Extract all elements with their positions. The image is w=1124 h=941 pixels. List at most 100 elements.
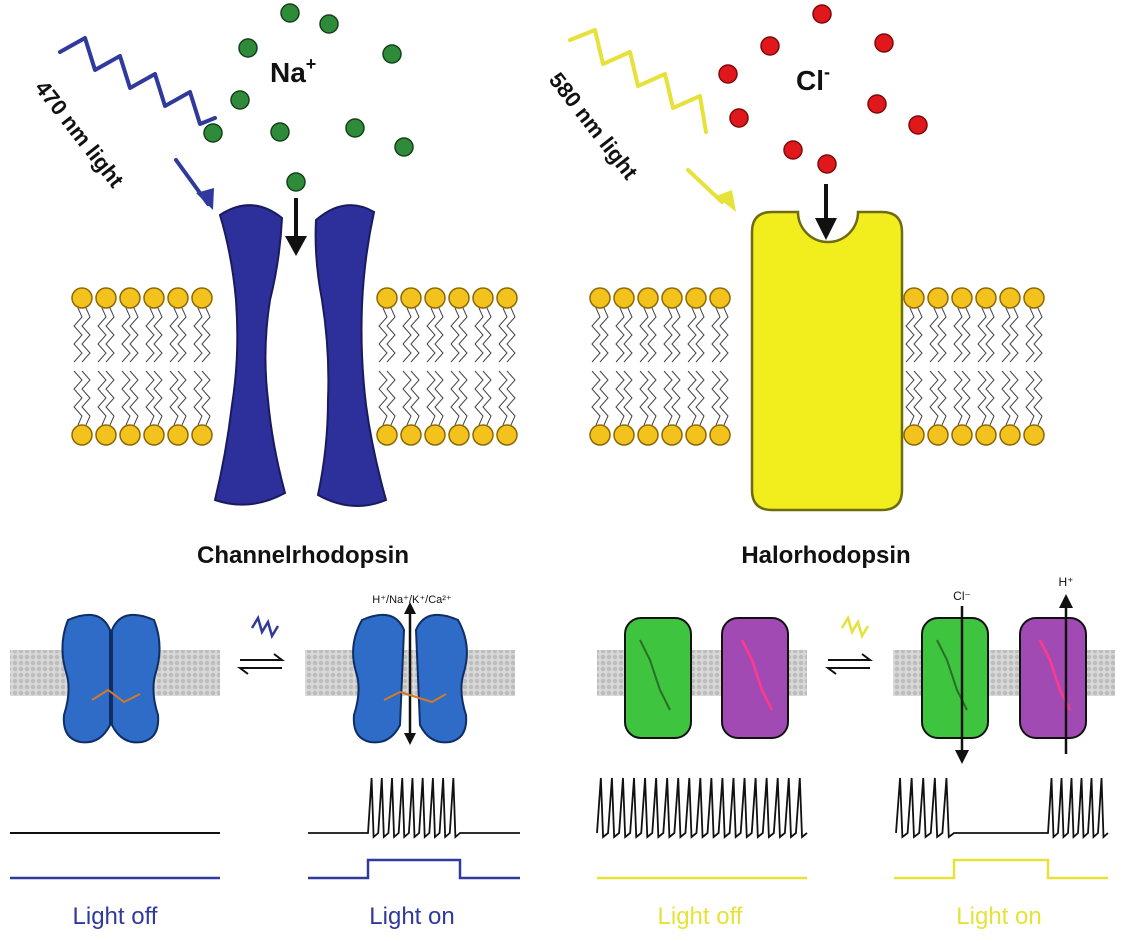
- yellow-light-arrowhead: [716, 190, 736, 212]
- lipid-tail: [1001, 307, 1011, 363]
- lipid-tail: [129, 370, 139, 426]
- blue-light-wave-path: [58, 36, 217, 126]
- lipid-head: [71, 424, 93, 446]
- lipid-head: [661, 424, 683, 446]
- lipid-tail: [97, 370, 107, 426]
- lipid-tail: [458, 307, 468, 363]
- lipid-tail: [985, 307, 995, 363]
- lipid-head: [448, 287, 470, 309]
- lipid-tail: [695, 370, 705, 426]
- lipid-tail: [615, 370, 625, 426]
- lipid-head: [496, 287, 518, 309]
- lipid-head: [191, 424, 213, 446]
- lipid-tail: [201, 370, 211, 426]
- lipid-head: [167, 424, 189, 446]
- lipid-tail: [937, 370, 947, 426]
- lipid-tail: [121, 307, 131, 363]
- pump-equilibrium: [825, 614, 873, 675]
- lipid-tail: [929, 307, 939, 363]
- chloride-flow-arrowhead: [815, 218, 837, 240]
- lipid-head: [424, 424, 446, 446]
- lipid-tail: [671, 307, 681, 363]
- lipid-tail: [474, 370, 484, 426]
- channel-states-panel: H⁺/Na⁺/K⁺/Ca²⁺ Light off Light on: [10, 594, 520, 930]
- small-blue-light-icon: [250, 614, 280, 640]
- chloride-ion: [908, 115, 928, 135]
- lipid-tail: [711, 307, 721, 363]
- lipid-tail: [169, 370, 179, 426]
- lipid-head: [999, 424, 1021, 446]
- lipid-head: [613, 287, 635, 309]
- chloride-ion: [783, 140, 803, 160]
- channel-open: [352, 602, 468, 745]
- lipid-head: [637, 287, 659, 309]
- lipid-head: [903, 424, 925, 446]
- lipid-tail: [1033, 307, 1043, 363]
- channel-closed: [61, 613, 161, 744]
- lipid-tail: [410, 370, 420, 426]
- lipid-tail: [145, 370, 155, 426]
- lipid-head: [95, 424, 117, 446]
- lipid-tail: [450, 370, 460, 426]
- lipid-tail: [81, 307, 91, 363]
- lipid-head: [1023, 287, 1045, 309]
- lipid-tail: [129, 307, 139, 363]
- pump-proton-label: H⁺: [1059, 575, 1074, 589]
- channel-light-on-label: Light on: [369, 903, 454, 930]
- lipid-head: [903, 287, 925, 309]
- lipid-tail: [402, 370, 412, 426]
- lipid-head: [472, 287, 494, 309]
- lipid-tail: [1001, 370, 1011, 426]
- voltage-trace-pump-on: [895, 777, 1109, 839]
- halorhodopsin-pump: [750, 210, 904, 512]
- lipid-tail: [434, 370, 444, 426]
- lipid-tail: [105, 307, 115, 363]
- lipid-tail: [1033, 370, 1043, 426]
- sodium-ion: [238, 38, 258, 58]
- halorhodopsin-green-off: [624, 617, 692, 739]
- lipid-tail: [599, 307, 609, 363]
- lipid-head: [951, 287, 973, 309]
- lipid-tail: [73, 370, 83, 426]
- lipid-tail: [977, 370, 987, 426]
- sodium-ion: [280, 3, 300, 23]
- lipid-tail: [169, 307, 179, 363]
- sodium-ion: [203, 123, 223, 143]
- sodium-label: Na+: [270, 54, 316, 88]
- sodium-flow-arrowhead: [285, 236, 307, 256]
- sodium-ion: [345, 118, 365, 138]
- lipid-tail: [913, 370, 923, 426]
- lipid-tail: [145, 307, 155, 363]
- pump-light-on-label: Light on: [956, 903, 1041, 930]
- lipid-tail: [623, 307, 633, 363]
- lipid-head: [613, 424, 635, 446]
- sodium-ion: [382, 44, 402, 64]
- channelrhodopsin-left-half: [213, 204, 287, 506]
- lipid-tail: [506, 307, 516, 363]
- lipid-tail: [985, 370, 995, 426]
- pump-states-panel: Cl⁻ H⁺ Light off Light on: [596, 575, 1115, 930]
- lipid-tail: [153, 307, 163, 363]
- lipid-tail: [201, 307, 211, 363]
- lipid-tail: [193, 370, 203, 426]
- chloride-ion: [812, 4, 832, 24]
- lipid-tail: [177, 307, 187, 363]
- lipid-head: [376, 424, 398, 446]
- lipid-tail: [474, 307, 484, 363]
- lipid-bilayer-left-a: [71, 287, 213, 446]
- lipid-tail: [591, 307, 601, 363]
- lipid-tail: [591, 370, 601, 426]
- lipid-head: [1023, 424, 1045, 446]
- sodium-ion: [319, 14, 339, 34]
- channel-light-off-label: Light off: [73, 903, 158, 930]
- pump-chloride-label: Cl⁻: [953, 589, 971, 603]
- lipid-tail: [647, 370, 657, 426]
- lipid-head: [472, 424, 494, 446]
- lipid-tail: [426, 307, 436, 363]
- lipid-head: [951, 424, 973, 446]
- lipid-tail: [434, 307, 444, 363]
- lipid-tail: [961, 307, 971, 363]
- lipid-tail: [639, 307, 649, 363]
- bacteriorhodopsin-purple-off: [721, 617, 789, 739]
